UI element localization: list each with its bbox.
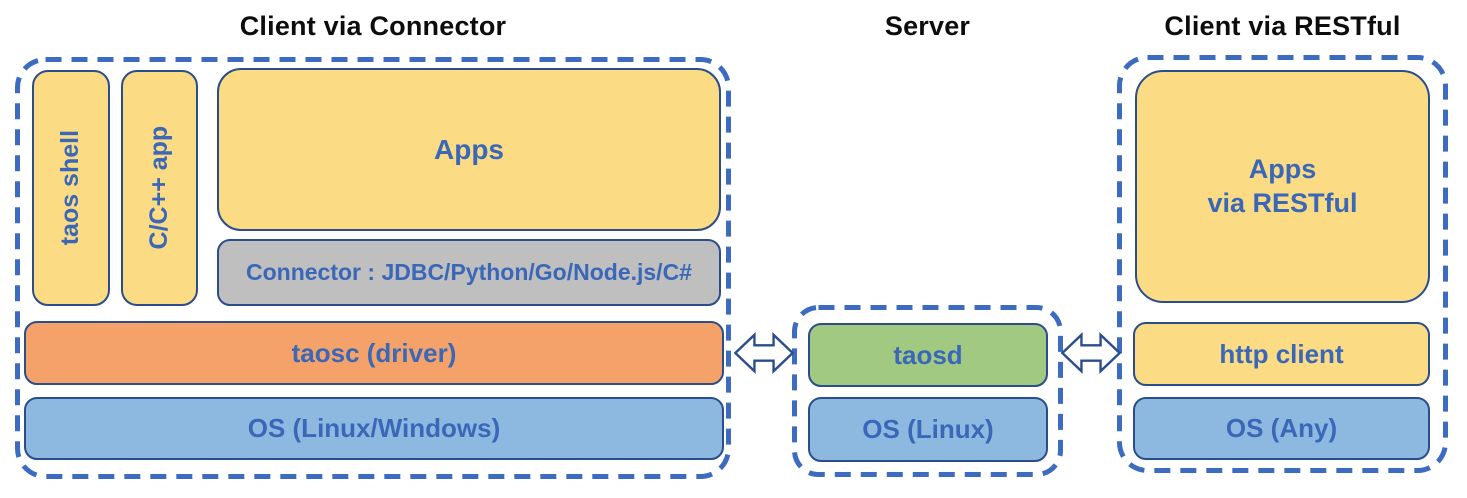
cpp-app-box: C/C++ app	[121, 70, 198, 306]
http-client-label: http client	[1219, 338, 1344, 369]
taosd-box: taosd	[808, 323, 1048, 387]
connector-group: taos shell C/C++ app Apps Connector : JD…	[15, 57, 731, 479]
os-linux-windows-label: OS (Linux/Windows)	[247, 413, 501, 444]
taosc-driver-label: taosc (driver)	[291, 337, 457, 368]
taosc-driver-box: taosc (driver)	[24, 321, 724, 385]
connector-section-title: Client via Connector	[239, 11, 507, 41]
os-linux-label: OS (Linux)	[862, 414, 994, 445]
double-arrow-icon-left	[733, 332, 795, 374]
os-any-box: OS (Any)	[1133, 397, 1430, 460]
os-linux-box: OS (Linux)	[808, 397, 1048, 462]
taos-shell-label: taos shell	[56, 130, 85, 246]
restful-section-title: Client via RESTful	[1164, 11, 1401, 41]
double-arrow-icon-right	[1060, 332, 1122, 374]
connector-bar-label: Connector : JDBC/Python/Go/Node.js/C#	[246, 259, 692, 286]
taos-shell-box: taos shell	[32, 70, 110, 306]
os-linux-windows-box: OS (Linux/Windows)	[24, 397, 724, 460]
apps-label: Apps	[434, 134, 504, 165]
connector-group-dashed-border	[15, 57, 731, 479]
http-client-box: http client	[1133, 322, 1430, 386]
taosd-label: taosd	[893, 339, 963, 370]
server-group-dashed-border	[792, 305, 1063, 477]
apps-via-restful-label: Apps via RESTful	[1207, 153, 1358, 218]
connector-bar-box: Connector : JDBC/Python/Go/Node.js/C#	[217, 239, 721, 306]
server-section-title: Server	[884, 11, 971, 41]
server-group: taosd OS (Linux)	[792, 305, 1063, 477]
apps-box: Apps	[217, 68, 721, 231]
os-any-label: OS (Any)	[1225, 413, 1338, 444]
restful-group-dashed-border	[1117, 55, 1448, 473]
apps-via-restful-box: Apps via RESTful	[1135, 70, 1430, 303]
cpp-app-label: C/C++ app	[144, 126, 173, 250]
restful-group: Apps via RESTful http client OS (Any)	[1117, 55, 1448, 473]
